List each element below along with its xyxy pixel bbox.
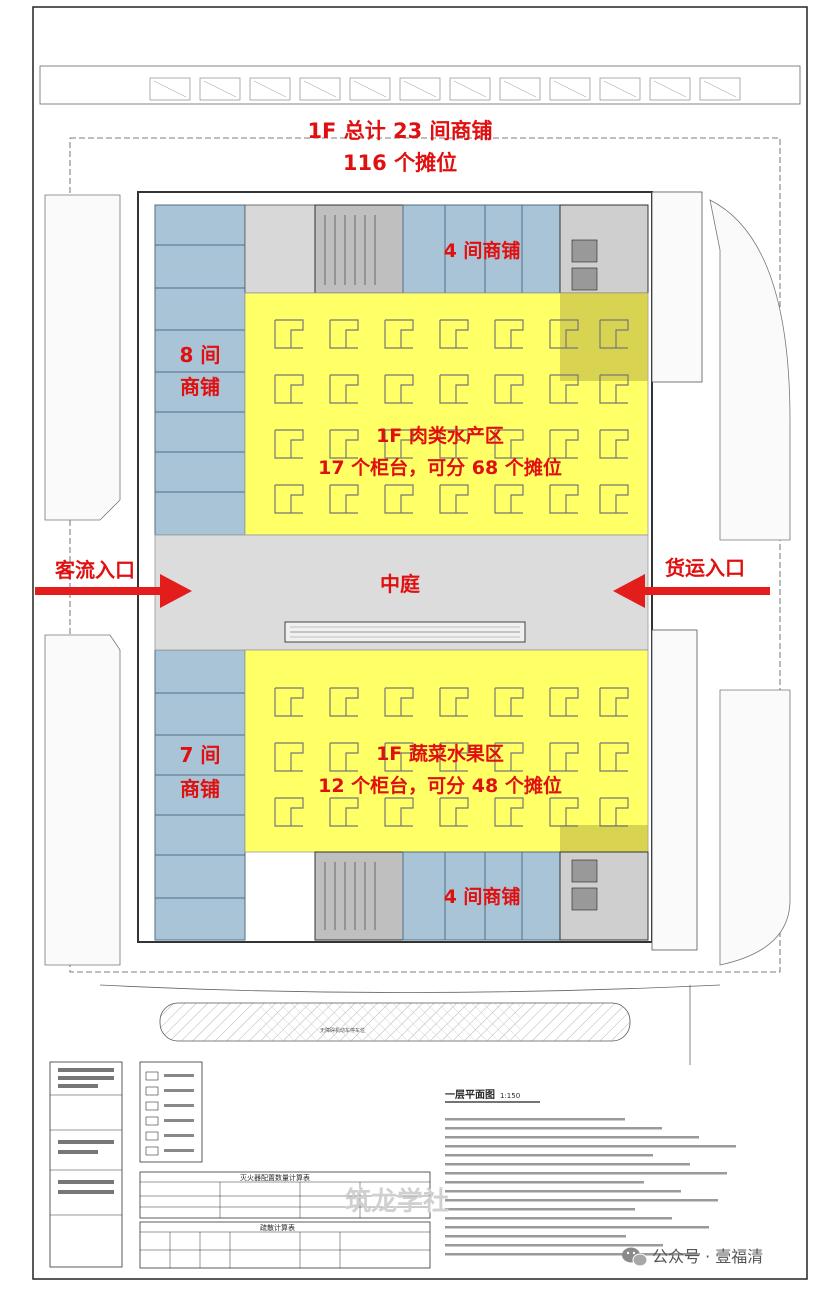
fire-extinguisher-table: 灭火器配置数量计算表 xyxy=(139,1171,431,1219)
site-boundary xyxy=(69,137,781,973)
label-entrance-goods: 货运入口 xyxy=(665,556,745,580)
right-service-strip xyxy=(651,191,703,383)
parking-label: 无障碍机动车停车位 xyxy=(320,1027,365,1034)
evac-table-title: 疏散计算表 xyxy=(260,1223,295,1232)
counter-grid-meat xyxy=(274,319,629,514)
plan-title: 一层平面图 xyxy=(445,1089,495,1101)
label-meat-zone-2: 17 个柜台，可分 68 个摊位 xyxy=(318,456,562,479)
watermark-site: 筑龙学社 xyxy=(345,1186,449,1217)
total-title-line2: 116 个摊位 xyxy=(343,151,457,175)
stair-treads-top xyxy=(324,215,376,285)
landscape-left xyxy=(44,194,121,966)
label-courtyard: 中庭 xyxy=(380,572,420,596)
label-left-bottom-2: 商铺 xyxy=(180,777,220,801)
landscape-right xyxy=(709,199,791,966)
label-entrance-customer: 客流入口 xyxy=(54,558,135,582)
label-meat-zone-1: 1F 肉类水产区 xyxy=(376,424,504,447)
watermark-account: 公众号 · 壹福清 xyxy=(652,1247,763,1266)
fire-table-title: 灭火器配置数量计算表 xyxy=(240,1173,310,1182)
stair-treads-bottom xyxy=(324,862,376,930)
title-block xyxy=(49,1061,123,1268)
label-shops-bottom: 4 间商铺 xyxy=(444,885,521,908)
plan-scale: 1:150 xyxy=(500,1092,520,1100)
label-left-top-1: 8 间 xyxy=(180,343,221,367)
sheet-frame xyxy=(32,6,808,1280)
service-room-top-left xyxy=(244,204,316,294)
plan-title-block: 一层平面图 1:150 xyxy=(445,1089,540,1103)
total-title-line1: 1F 总计 23 间商铺 xyxy=(307,119,492,143)
label-left-top-2: 商铺 xyxy=(180,375,220,399)
wechat-icon xyxy=(622,1247,648,1267)
label-veg-zone-1: 1F 蔬菜水果区 xyxy=(376,742,504,765)
arrow-left-icon xyxy=(613,574,770,608)
shops-bottom-block xyxy=(402,851,561,941)
legend-box xyxy=(139,1061,203,1163)
label-left-bottom-1: 7 间 xyxy=(180,743,221,767)
label-shops-top: 4 间商铺 xyxy=(444,239,521,262)
shops-top-block xyxy=(402,204,561,294)
design-notes xyxy=(445,1118,736,1256)
counter-grid-vegetable xyxy=(274,687,629,827)
stair-core-top xyxy=(314,204,404,294)
service-room-right xyxy=(560,293,648,381)
parking-row-top xyxy=(39,65,801,105)
label-veg-zone-2: 12 个柜台，可分 48 个摊位 xyxy=(318,774,562,797)
evacuation-table: 疏散计算表 xyxy=(139,1221,431,1269)
arrow-right-icon xyxy=(35,574,192,608)
left-shops-top xyxy=(154,204,246,536)
stair-core-bottom xyxy=(314,851,404,941)
